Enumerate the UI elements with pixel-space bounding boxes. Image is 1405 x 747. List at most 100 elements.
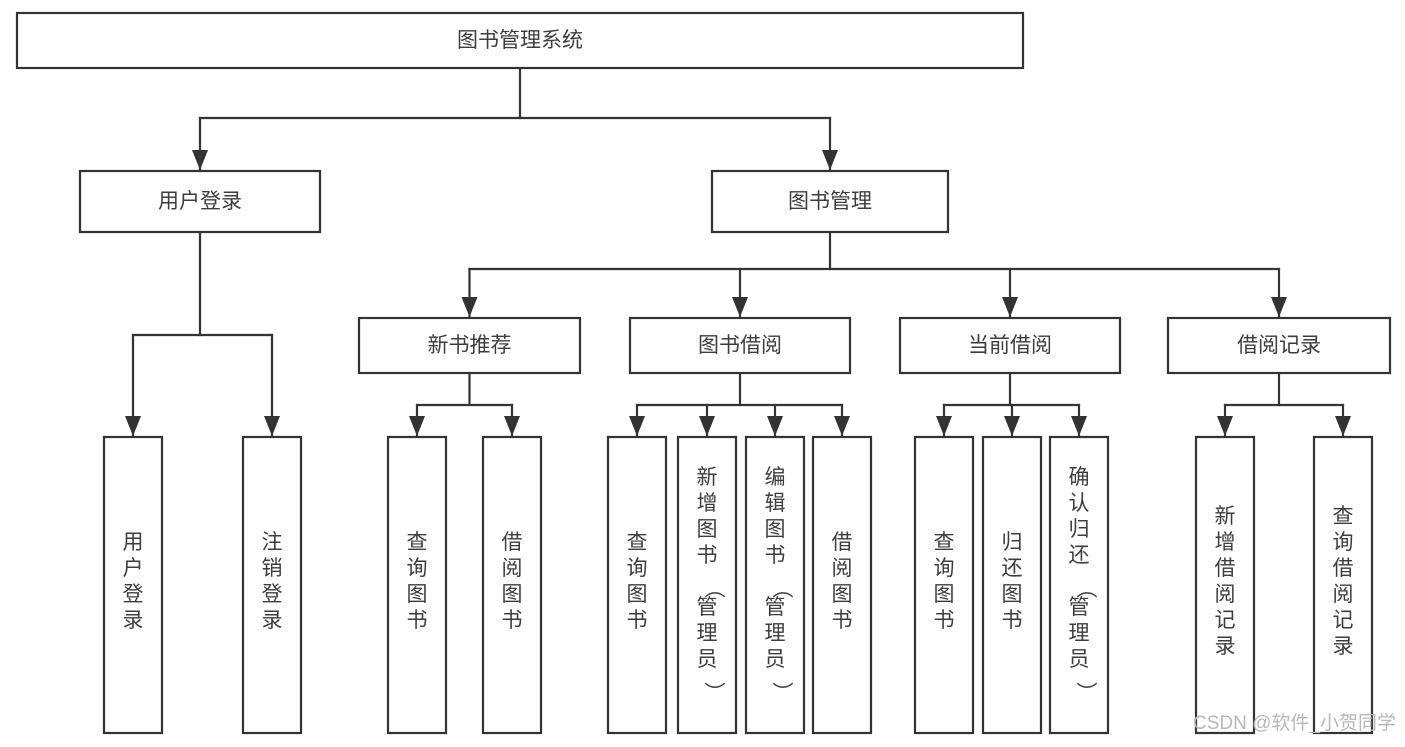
node-label-char: 录 [1215, 635, 1236, 658]
node-label: 图书管理 [788, 190, 872, 213]
node-label-char: 查 [1333, 505, 1354, 528]
arrow-head-icon [1002, 297, 1018, 317]
arrow-head-icon [125, 416, 141, 436]
node-label-char: 图 [934, 583, 955, 606]
node-label-char: 书 [407, 609, 428, 632]
node-root-图书管理系统[interactable]: 图书管理系统 [15, 11, 1025, 70]
node-label-char: 书 [502, 609, 523, 632]
node-label-char: 录 [1333, 635, 1354, 658]
node-label-char: 图 [697, 518, 718, 541]
node-label-char: 登 [123, 583, 144, 606]
node-label-char: 查 [627, 531, 648, 554]
node-box [898, 316, 1122, 375]
node-label: 用户登录 [158, 190, 242, 213]
arrow-head-icon [1335, 416, 1351, 436]
node-label-char: 辑 [765, 492, 786, 515]
node-box [102, 435, 164, 735]
node-label-char: 归 [1002, 531, 1023, 554]
node-box [913, 435, 975, 735]
node-label-char: 借 [1333, 557, 1354, 580]
node-label-char: 阅 [832, 557, 853, 580]
node-label-char: 增 [1215, 531, 1236, 554]
node-level3-当前借阅[interactable]: 当前借阅 [898, 316, 1122, 375]
node-label-char: 员 [765, 648, 786, 671]
node-label-char: 员 [697, 648, 718, 671]
node-label-char: 查 [407, 531, 428, 554]
node-label-char: 户 [123, 557, 144, 580]
node-box [1194, 435, 1256, 735]
csdn-watermark: CSDN @软件_小贺同学 [1193, 712, 1396, 734]
node-level3-图书借阅[interactable]: 图书借阅 [628, 316, 852, 375]
node-label-char: 录 [262, 609, 283, 632]
node-label-char: 录 [123, 609, 144, 632]
node-label-char: （ [702, 578, 725, 599]
node-label-char: ） [702, 682, 725, 703]
node-label-char: 阅 [1333, 583, 1354, 606]
node-box [241, 435, 303, 735]
node-box [386, 435, 448, 735]
node-label-char: 理 [1069, 622, 1090, 645]
node-label-char: 员 [1069, 648, 1090, 671]
arrow-head-icon [264, 416, 280, 436]
node-label-char: 登 [262, 583, 283, 606]
node-label-char: 阅 [1215, 583, 1236, 606]
node-label-char: 图 [765, 518, 786, 541]
node-box [981, 435, 1043, 735]
node-box [710, 169, 950, 234]
arrow-head-icon [1004, 416, 1020, 436]
node-label-char: 借 [1215, 557, 1236, 580]
node-label: 当前借阅 [968, 334, 1052, 357]
node-box [357, 316, 582, 375]
node-box [811, 435, 873, 735]
node-leaf-用户登录[interactable]: 用户登录 [102, 435, 164, 735]
node-label-char: 书 [627, 609, 648, 632]
node-label-char: 图 [407, 583, 428, 606]
arrow-head-icon [192, 150, 208, 170]
node-label-char: 书 [697, 544, 718, 567]
diagram-nodes-group: 图书管理系统用户登录图书管理新书推荐图书借阅当前借阅借阅记录用户登录注销登录查询… [15, 11, 1392, 735]
node-label-char: 确 [1069, 466, 1090, 489]
arrow-head-icon [504, 416, 520, 436]
node-label: 图书管理系统 [457, 29, 583, 52]
node-box [676, 435, 738, 735]
connector-lines-group [125, 66, 1351, 437]
node-label: 图书借阅 [698, 334, 782, 357]
node-label-char: 询 [627, 557, 648, 580]
arrow-head-icon [409, 416, 425, 436]
node-level2-用户登录[interactable]: 用户登录 [78, 169, 322, 234]
node-label-char: 询 [934, 557, 955, 580]
node-label-char: 编 [765, 466, 786, 489]
node-label-char: 管 [697, 596, 718, 619]
node-label-char: 书 [832, 609, 853, 632]
node-level2-图书管理[interactable]: 图书管理 [710, 169, 950, 234]
node-label-char: 还 [1069, 544, 1090, 567]
node-label-char: 理 [765, 622, 786, 645]
node-level3-借阅记录[interactable]: 借阅记录 [1166, 316, 1392, 375]
arrow-head-icon [1071, 416, 1087, 436]
arrow-head-icon [461, 297, 478, 317]
node-label-char: 阅 [502, 557, 523, 580]
node-box [606, 435, 668, 735]
node-label-char: 借 [502, 531, 523, 554]
node-label-char: 管 [1069, 596, 1090, 619]
arrow-head-icon [732, 297, 748, 317]
node-box [744, 435, 806, 735]
arrow-head-icon [629, 416, 645, 436]
node-label-char: 还 [1002, 557, 1023, 580]
node-level3-新书推荐[interactable]: 新书推荐 [357, 316, 582, 375]
node-label-char: 图 [627, 583, 648, 606]
node-label-char: 图 [502, 583, 523, 606]
